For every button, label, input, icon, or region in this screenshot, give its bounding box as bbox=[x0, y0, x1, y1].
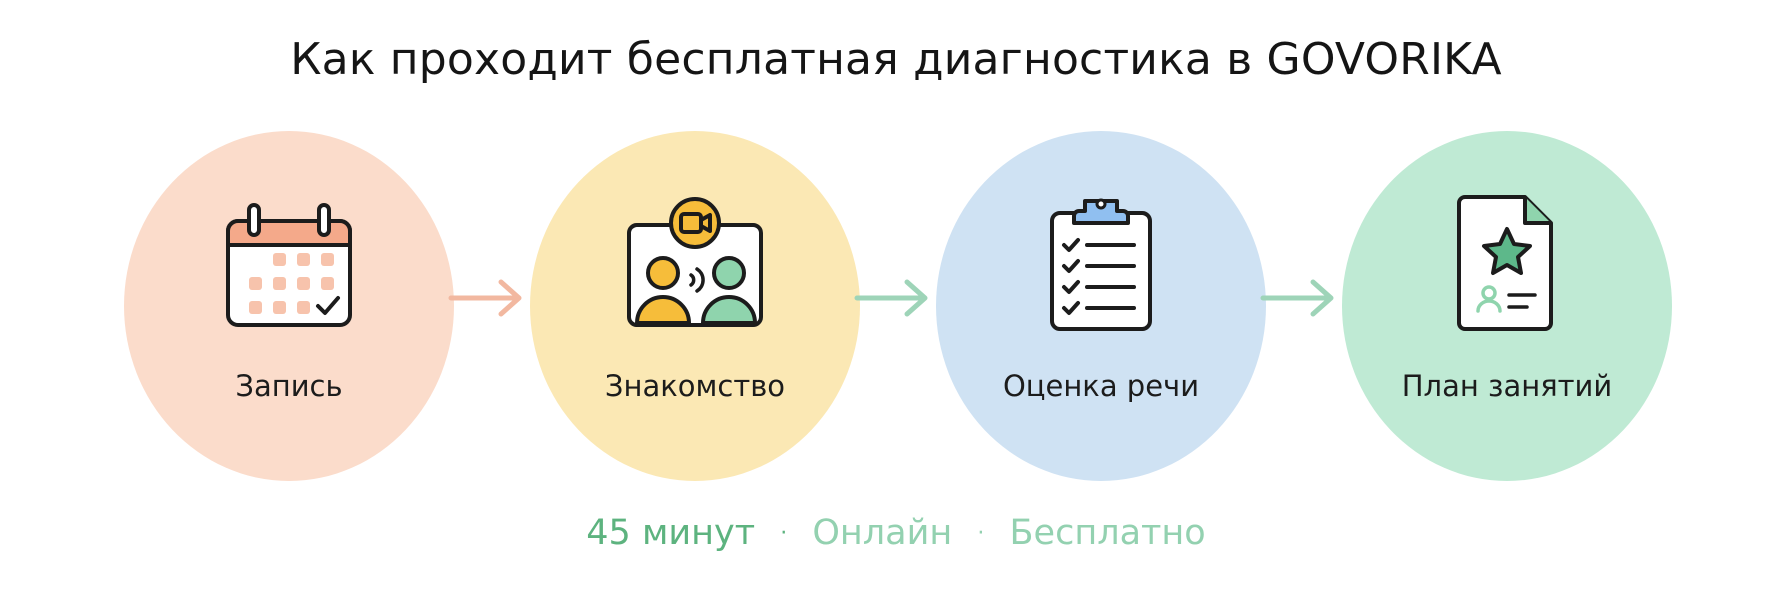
checklist-clipboard-icon bbox=[1031, 193, 1171, 333]
format-text: Онлайн bbox=[812, 513, 953, 553]
step-introduction: Знакомство bbox=[530, 131, 860, 481]
summary-line: 45 минут · Онлайн · Бесплатно bbox=[0, 512, 1792, 553]
step-lesson-plan: План занятий bbox=[1342, 131, 1672, 481]
duration-text: 45 минут bbox=[586, 513, 756, 553]
video-call-icon bbox=[625, 193, 765, 333]
step-booking: Запись bbox=[124, 131, 454, 481]
arrow-icon bbox=[853, 273, 933, 323]
arrow-icon bbox=[1259, 273, 1339, 323]
separator-dot: · bbox=[977, 520, 985, 546]
page-title: Как проходит бесплатная диагностика в GO… bbox=[290, 34, 1502, 85]
step-label: Оценка речи bbox=[1002, 369, 1200, 403]
document-star-icon bbox=[1437, 193, 1577, 333]
step-label: Знакомство bbox=[604, 369, 786, 403]
price-text: Бесплатно bbox=[1009, 513, 1206, 553]
calendar-icon bbox=[219, 193, 359, 333]
step-speech-assessment: Оценка речи bbox=[936, 131, 1266, 481]
arrow-icon bbox=[447, 273, 527, 323]
step-label: План занятий bbox=[1401, 369, 1613, 403]
step-label: Запись bbox=[235, 369, 343, 403]
separator-dot: · bbox=[780, 520, 788, 546]
